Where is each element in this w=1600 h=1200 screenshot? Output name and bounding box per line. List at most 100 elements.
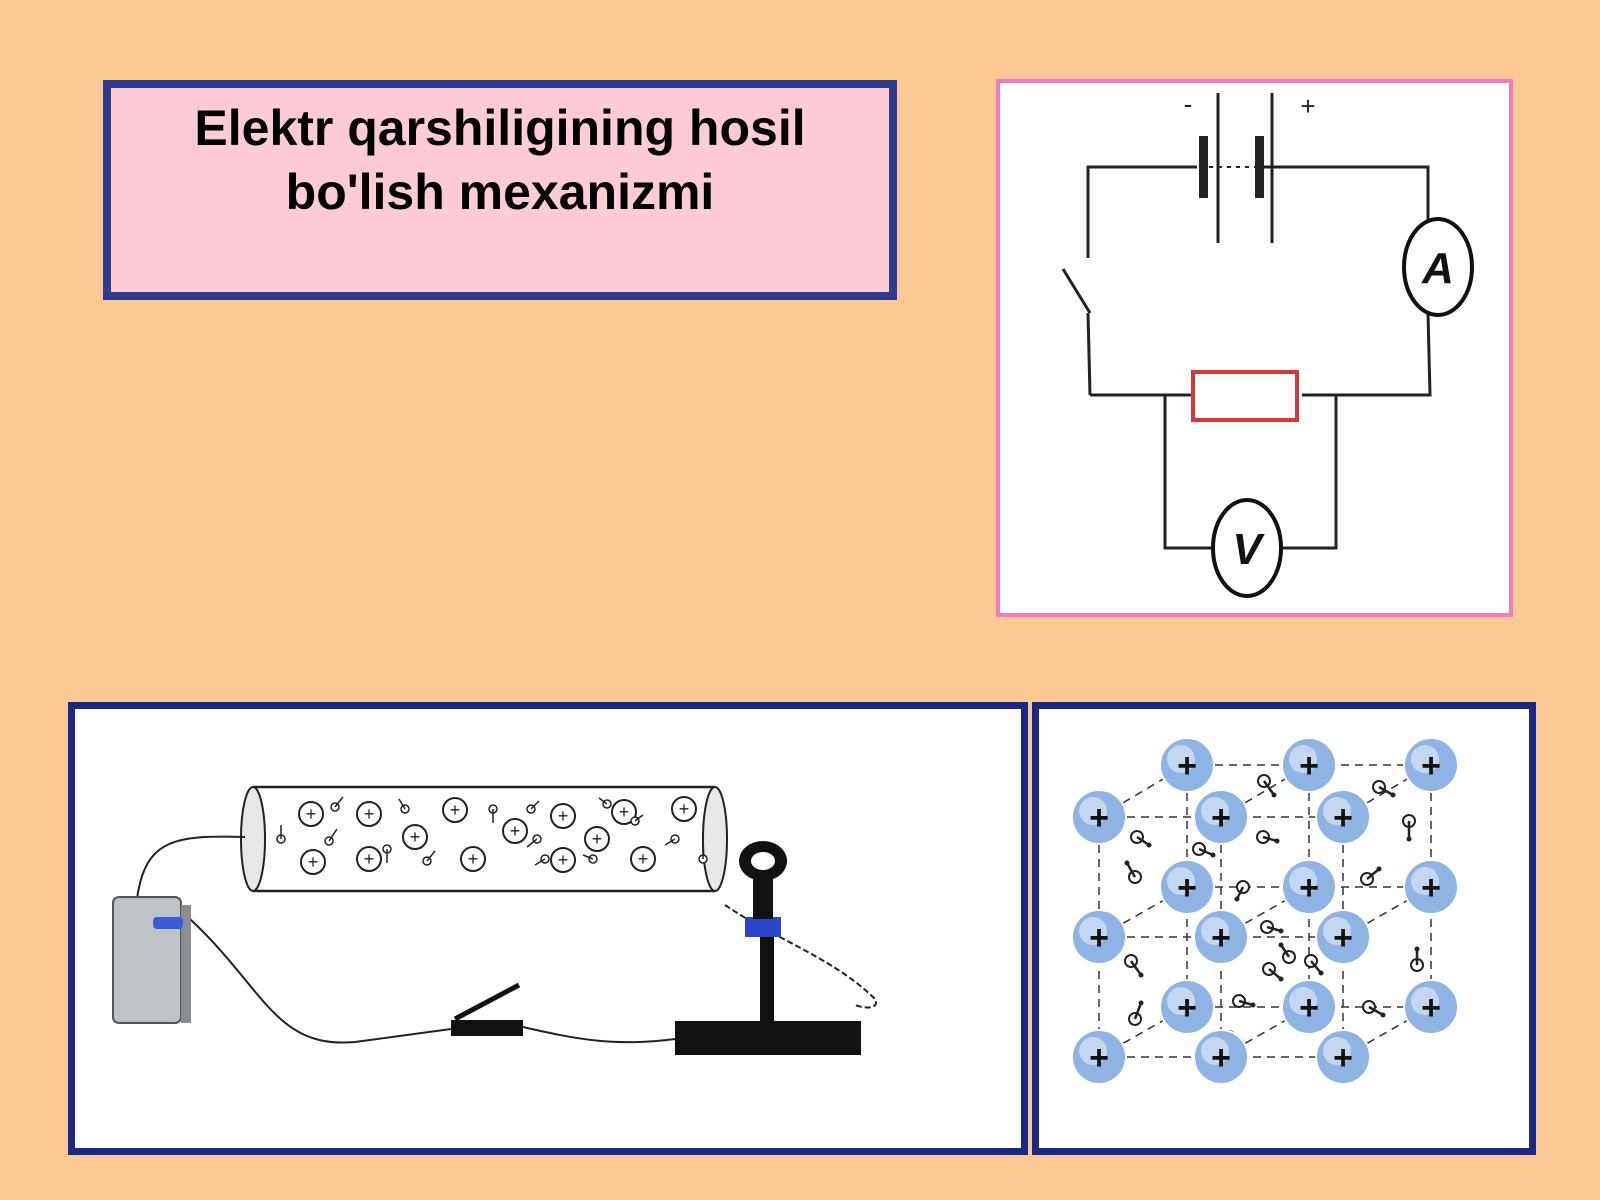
svg-text:+: + xyxy=(1177,989,1197,1027)
wire-switch-to-stand xyxy=(522,1026,676,1044)
lattice-ion-icon: + xyxy=(1281,737,1337,793)
lattice-electron-icon xyxy=(1278,942,1296,964)
lattice-electron-icon xyxy=(1410,946,1424,972)
wire-electron-icon xyxy=(664,834,680,846)
lattice-electron-icon xyxy=(1372,780,1396,798)
lattice-ion-icon: + xyxy=(1281,859,1337,915)
lattice-electron-icon xyxy=(1128,1000,1144,1026)
svg-text:+: + xyxy=(1177,869,1197,907)
wire-electron-icon xyxy=(382,844,392,863)
svg-text:+: + xyxy=(558,806,569,826)
lattice-ion-icon: + xyxy=(1403,737,1459,793)
clamp-stand-icon xyxy=(675,841,861,1055)
wire-electron-icon xyxy=(526,834,542,848)
lattice-ion-icon: + xyxy=(1159,859,1215,915)
circuit-diagram-panel: - + A V xyxy=(996,79,1513,617)
svg-text:+: + xyxy=(1299,869,1319,907)
title-box: Elektr qarshiligining hosil bo'lish mexa… xyxy=(103,80,897,300)
wire-ion-icon: + xyxy=(356,801,382,827)
svg-text:+: + xyxy=(1299,747,1319,785)
svg-text:+: + xyxy=(1211,799,1231,837)
battery-plus-label: + xyxy=(1300,91,1315,121)
lattice-ion-icon: + xyxy=(1193,909,1249,965)
conductor-diagram: ++++++++++++++ xyxy=(112,785,877,1055)
lattice-electron-icon xyxy=(1124,954,1144,978)
wire-ion-icon: + xyxy=(630,846,656,872)
lattice-electron-icon xyxy=(1304,954,1324,976)
wire-electron-icon xyxy=(630,814,644,826)
lattice-ion-icon: + xyxy=(1315,1029,1371,1085)
wire-battery-to-conductor xyxy=(136,835,246,900)
resistor xyxy=(1191,370,1299,422)
circuit-wire-top-left xyxy=(1086,165,1197,258)
lattice-ion-icon: + xyxy=(1281,979,1337,1035)
wire-electron-icon xyxy=(488,804,498,823)
title-line-2: bo'lish mexanizmi xyxy=(285,164,715,220)
lattice-electron-icon xyxy=(1234,880,1250,902)
svg-text:+: + xyxy=(410,827,421,847)
svg-text:+: + xyxy=(1421,989,1441,1027)
svg-text:+: + xyxy=(1089,1039,1109,1077)
lattice-ion-icon: + xyxy=(1071,1029,1127,1085)
wire-ions: ++++++++++++++ xyxy=(298,796,697,875)
lattice-electron-icon xyxy=(1362,1000,1386,1018)
svg-text:+: + xyxy=(364,849,375,869)
lattice-electron-icon xyxy=(1130,830,1152,848)
lattice-ion-icon: + xyxy=(1193,1029,1249,1085)
wire-electron-icon xyxy=(526,800,540,814)
svg-text:+: + xyxy=(619,802,630,822)
lattice-electron-icon xyxy=(1256,830,1280,844)
svg-text:+: + xyxy=(679,799,690,819)
title-line-1: Elektr qarshiligining hosil xyxy=(194,100,806,156)
wire-battery-to-switch xyxy=(189,918,452,1044)
wire-ion-icon: + xyxy=(298,801,324,827)
svg-text:+: + xyxy=(450,800,461,820)
svg-text:+: + xyxy=(592,829,603,849)
wire-electron-icon xyxy=(698,845,708,864)
wire-ion-icon: + xyxy=(442,797,468,823)
lattice-electron-icon xyxy=(1360,866,1382,886)
lattice-ion-icon: + xyxy=(1071,909,1127,965)
svg-text:+: + xyxy=(1211,1039,1231,1077)
wire-ion-icon: + xyxy=(611,799,637,825)
wire-electron-icon xyxy=(330,796,344,812)
svg-text:+: + xyxy=(558,850,569,870)
svg-text:+: + xyxy=(306,804,317,824)
voltmeter-wire-left xyxy=(1163,395,1212,550)
lattice-ion-icon: + xyxy=(1403,979,1459,1035)
wire-ion-icon: + xyxy=(356,846,382,872)
svg-text:+: + xyxy=(1089,799,1109,837)
svg-text:+: + xyxy=(1211,919,1231,957)
wire-electron-icon xyxy=(324,828,338,846)
circuit-wire-top-right xyxy=(1262,165,1430,220)
lattice-ion-icon: + xyxy=(1159,979,1215,1035)
wire-ion-icon: + xyxy=(671,796,697,822)
lattice-electrons xyxy=(1124,774,1424,1044)
lattice-electron-icon xyxy=(1260,920,1284,934)
crystal-lattice-panel: ++++++++++++++++++ xyxy=(1032,702,1536,1155)
battery-minus-label: - xyxy=(1184,89,1193,119)
circuit-diagram: - + A V xyxy=(1061,89,1474,598)
lattice-ion-icon: + xyxy=(1315,909,1371,965)
svg-text:+: + xyxy=(1421,747,1441,785)
voltmeter-wire-right xyxy=(1282,395,1338,550)
wire-electron-icon xyxy=(398,798,410,814)
circuit-wire-right xyxy=(1302,312,1432,397)
circuit-wire-left xyxy=(1086,312,1092,396)
lattice-electron-icon xyxy=(1262,962,1284,982)
svg-text:+: + xyxy=(468,849,479,869)
wire-electron-icon xyxy=(276,825,286,844)
wire-ion-icon: + xyxy=(402,824,428,850)
wire-electron-icon xyxy=(422,850,436,866)
wire-ion-icon: + xyxy=(550,847,576,873)
wire-ion-icon: + xyxy=(502,818,528,844)
wire-electrons xyxy=(276,796,708,866)
wire-electron-icon xyxy=(534,854,550,866)
lattice-electron-icon xyxy=(1232,994,1256,1008)
svg-text:+: + xyxy=(1333,919,1353,957)
wire-electron-icon xyxy=(598,797,612,809)
svg-text:+: + xyxy=(1299,989,1319,1027)
svg-text:+: + xyxy=(638,849,649,869)
wire-ion-icon: + xyxy=(584,826,610,852)
switch-lever xyxy=(1061,268,1092,314)
